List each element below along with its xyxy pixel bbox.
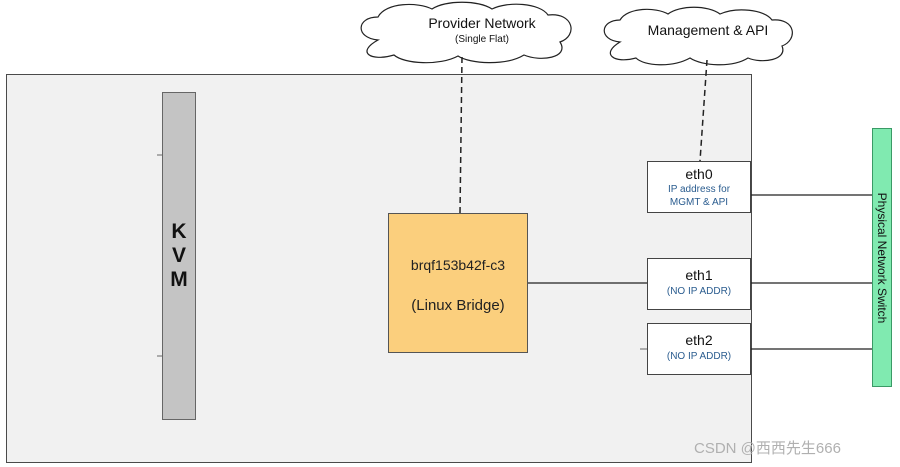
- switch-label: Physical Network Switch: [875, 192, 889, 323]
- nic-eth2-desc: (NO IP ADDR): [666, 351, 732, 362]
- management-api-cloud: [603, 6, 793, 66]
- nic-eth2-name: eth2: [685, 332, 713, 348]
- kvm-letter-m: M: [170, 268, 188, 291]
- nic-eth2: eth2 (NO IP ADDR): [647, 323, 751, 375]
- management-link: [699, 59, 708, 162]
- kvm-letter-k: K: [171, 220, 187, 243]
- nic-eth0-desc-line2: MGMT & API: [669, 197, 729, 208]
- watermark: CSDN @西西先生666: [694, 440, 841, 457]
- nic-eth1: eth1 (NO IP ADDR): [647, 258, 751, 310]
- nic-eth0-name: eth0: [685, 166, 713, 182]
- bridge-type: (Linux Bridge): [411, 297, 505, 314]
- bridge-name: brqf153b42f-c3: [410, 257, 506, 273]
- provider-network-subtitle: (Single Flat): [455, 34, 509, 45]
- compute-host: [6, 74, 752, 463]
- management-api-title: Management & API: [647, 22, 769, 38]
- nic-eth1-name: eth1: [685, 267, 713, 283]
- provider-network-link: [459, 56, 463, 214]
- provider-network-cloud: [360, 1, 572, 64]
- nic-eth1-desc: (NO IP ADDR): [666, 286, 732, 297]
- physical-network-switch: Physical Network Switch: [872, 128, 892, 387]
- linux-bridge: brqf153b42f-c3 (Linux Bridge): [388, 213, 528, 353]
- kvm-letter-v: V: [171, 244, 186, 267]
- provider-network-title: Provider Network: [428, 15, 536, 31]
- nic-eth0-desc-line1: IP address for: [667, 184, 731, 195]
- kvm-bar: K V M: [162, 92, 196, 420]
- nic-eth0: eth0 IP address for MGMT & API: [647, 161, 751, 213]
- provider-network-label: Provider Network (Single Flat): [364, 15, 600, 45]
